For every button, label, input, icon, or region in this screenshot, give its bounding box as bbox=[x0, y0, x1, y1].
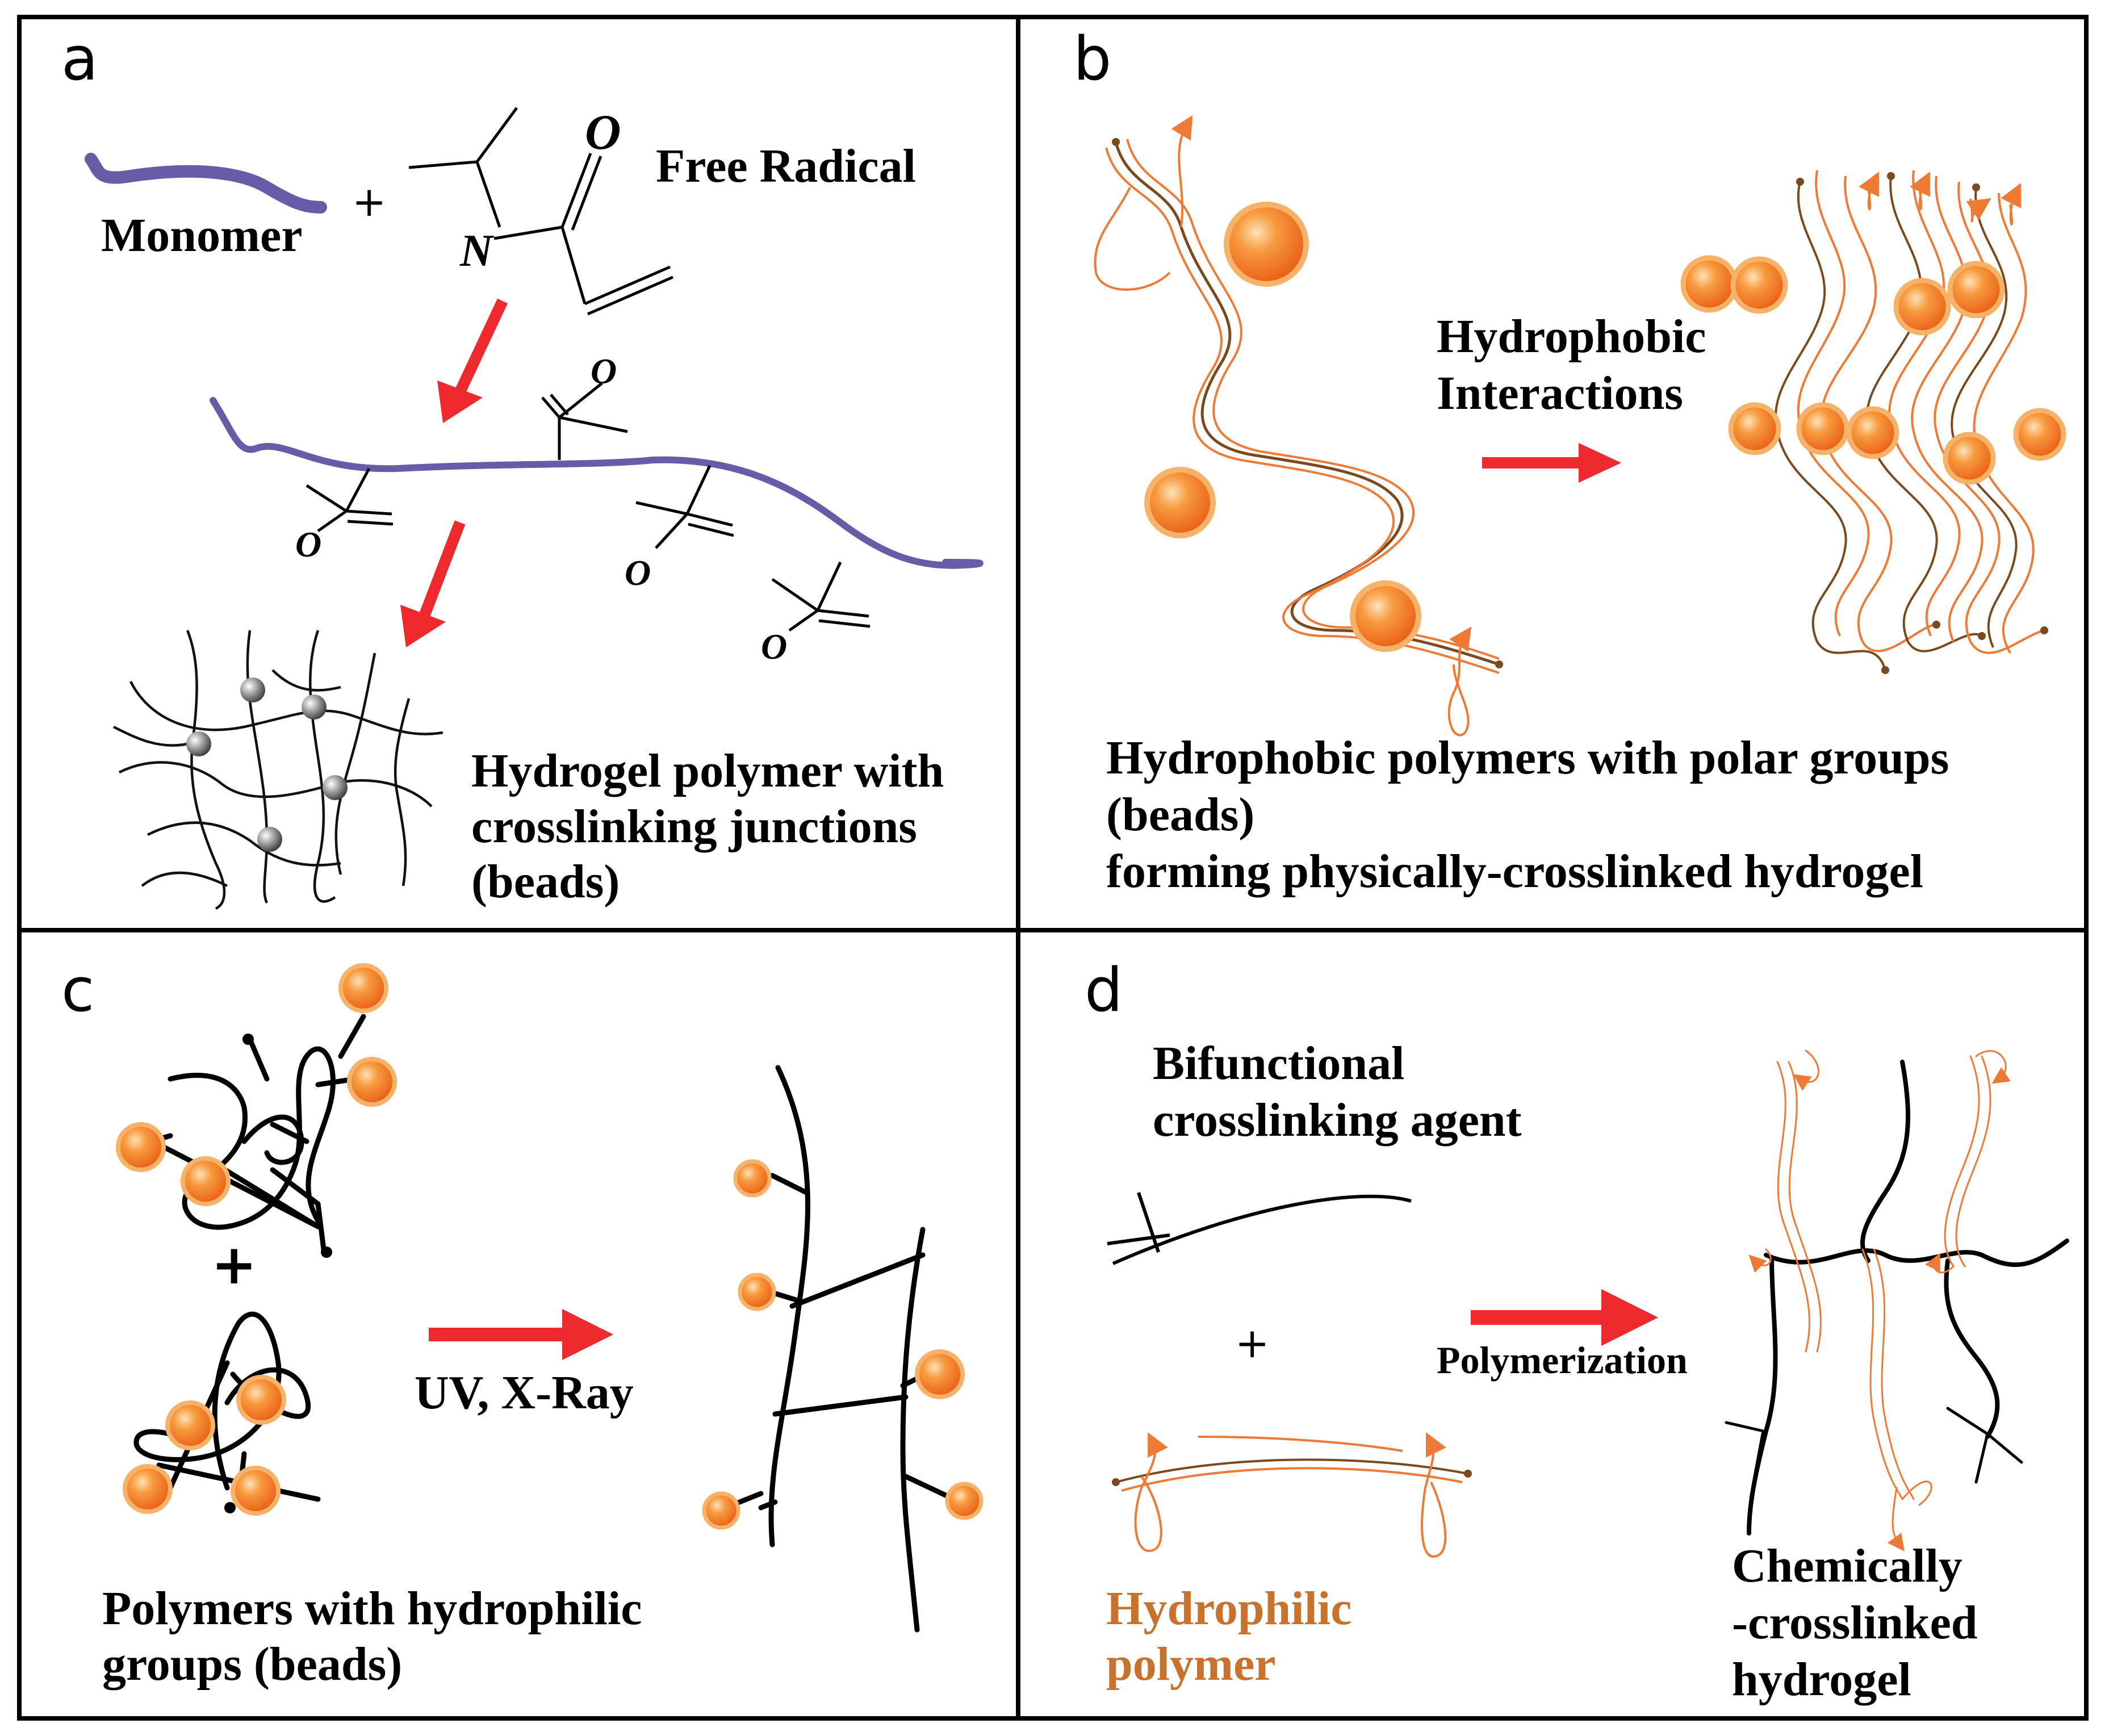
panel-b-label: b bbox=[1073, 24, 1111, 94]
reaction-arrow-2 bbox=[400, 520, 466, 647]
interaction-label-line1: Hydrophobic bbox=[1437, 310, 1706, 363]
hydrophilic-bead bbox=[347, 1057, 397, 1107]
polymerization-label: Polymerization bbox=[1437, 1338, 1688, 1382]
hydrogel-caption-line2: crosslinking junctions bbox=[471, 800, 917, 853]
hydrophilic-beads-network bbox=[702, 1159, 984, 1530]
panel-c-caption-line1: Polymers with hydrophilic bbox=[102, 1582, 642, 1635]
agent-label-line2: crosslinking agent bbox=[1153, 1094, 1522, 1147]
panel-frame bbox=[17, 15, 2089, 1721]
panel-d-label: d bbox=[1085, 955, 1123, 1025]
polar-bead bbox=[1350, 580, 1421, 652]
polar-group-beads-single bbox=[1144, 202, 1421, 652]
panel-a-label: a bbox=[61, 24, 98, 94]
polar-bead bbox=[1943, 432, 1996, 485]
crosslink-bead bbox=[186, 731, 211, 756]
hydrophilic-bead bbox=[338, 963, 388, 1013]
polar-bead bbox=[1730, 256, 1788, 314]
hydrophilic-bead bbox=[915, 1349, 965, 1399]
hydrophobic-arrow bbox=[1482, 443, 1621, 483]
polar-group-beads-aggregated bbox=[1680, 255, 2066, 485]
hydrogel-network bbox=[112, 630, 443, 910]
result-label-line1: Chemically bbox=[1732, 1540, 1962, 1592]
crosslink-bead bbox=[323, 775, 348, 800]
pendant-oxygen-4: O bbox=[761, 626, 787, 667]
panel-c: c + bbox=[61, 955, 984, 1691]
polymerization-arrow bbox=[1471, 1289, 1658, 1346]
plus-sign-a: + bbox=[352, 178, 386, 225]
pendant-groups bbox=[306, 382, 871, 632]
hydrogel-caption-line3: (beads) bbox=[471, 855, 620, 908]
panel-b-caption-line2: (beads) bbox=[1106, 788, 1254, 841]
hydrophilic-polymer-strand bbox=[1112, 1432, 1472, 1558]
oxygen-atom-label: O bbox=[585, 105, 621, 160]
panel-c-caption-line2: groups (beads) bbox=[102, 1638, 402, 1691]
crosslinking-agent bbox=[1107, 1192, 1412, 1265]
panel-d: d Bifunctional crosslinking agent + Hydr… bbox=[1085, 955, 2069, 1706]
polar-bead bbox=[1947, 261, 2005, 319]
hydrogel-caption-line1: Hydrogel polymer with bbox=[471, 744, 944, 797]
hydrophilic-bead bbox=[945, 1482, 984, 1520]
polar-bead bbox=[1728, 402, 1781, 455]
panel-b: b Hydrophobic Interactions bbox=[1073, 24, 2066, 898]
polar-bead bbox=[1680, 255, 1738, 313]
hydrophilic-polymer-label-line2: polymer bbox=[1106, 1638, 1276, 1691]
hydrophilic-bead bbox=[181, 1156, 231, 1206]
radiation-arrow bbox=[429, 1309, 613, 1360]
hydrophilic-bead bbox=[702, 1491, 740, 1530]
free-radical-label: Free Radical bbox=[656, 140, 916, 193]
hydrophilic-bead bbox=[116, 1122, 166, 1172]
chemically-crosslinked-network bbox=[1725, 1049, 2069, 1552]
free-radical-molecule bbox=[408, 107, 673, 316]
result-label-line3: hydrogel bbox=[1732, 1653, 1911, 1706]
polar-bead bbox=[1144, 467, 1216, 538]
polar-bead bbox=[1846, 406, 1899, 459]
polymer-tangle-1 bbox=[128, 1014, 366, 1252]
single-polymer-chain bbox=[1094, 115, 1503, 737]
reaction-arrow-1 bbox=[437, 298, 508, 423]
hydrophilic-bead bbox=[738, 1273, 776, 1311]
hydrophilic-bead bbox=[165, 1400, 215, 1450]
crosslinked-ladder bbox=[730, 1065, 957, 1633]
radiation-label: UV, X-Ray bbox=[415, 1366, 634, 1419]
panel-b-caption-line1: Hydrophobic polymers with polar groups bbox=[1106, 731, 1949, 784]
polar-bead bbox=[2013, 408, 2066, 461]
polar-bead bbox=[1893, 278, 1951, 336]
monomer-chain bbox=[85, 153, 327, 214]
hydrophilic-bead bbox=[236, 1375, 286, 1425]
pendant-oxygen-3: O bbox=[625, 553, 651, 593]
plus-sign-d: + bbox=[1235, 1319, 1269, 1367]
hydrophilic-polymer-label-line1: Hydrophilic bbox=[1106, 1582, 1352, 1635]
crosslink-bead bbox=[257, 827, 282, 852]
pendant-oxygen-1: O bbox=[295, 524, 321, 564]
hydrophilic-bead bbox=[231, 1466, 281, 1516]
panel-a: a Monomer + O N Free Radical bbox=[61, 24, 984, 910]
hydrophilic-bead bbox=[123, 1464, 173, 1514]
nitrogen-atom-label: N bbox=[459, 226, 495, 276]
crosslink-junctions bbox=[186, 677, 348, 852]
plus-sign-c: + bbox=[211, 1233, 257, 1296]
hydrophilic-bead bbox=[733, 1159, 772, 1198]
polar-bead bbox=[1224, 202, 1309, 287]
polymer-chain bbox=[210, 397, 984, 569]
hydrophilic-beads-tangle-2 bbox=[123, 1375, 286, 1516]
hydrophilic-beads-tangle-1 bbox=[116, 963, 397, 1206]
polar-bead bbox=[1796, 402, 1849, 455]
panel-c-label: c bbox=[61, 955, 94, 1025]
panel-b-caption-line3: forming physically-crosslinked hydrogel bbox=[1106, 845, 1923, 898]
crosslink-bead bbox=[240, 677, 265, 702]
agent-label-line1: Bifunctional bbox=[1153, 1037, 1404, 1090]
pendant-oxygen-2: O bbox=[591, 351, 617, 391]
result-label-line2: -crosslinked bbox=[1732, 1596, 1978, 1649]
crosslink-bead bbox=[302, 695, 327, 720]
interaction-label-line2: Interactions bbox=[1437, 367, 1683, 420]
monomer-label: Monomer bbox=[101, 209, 303, 262]
